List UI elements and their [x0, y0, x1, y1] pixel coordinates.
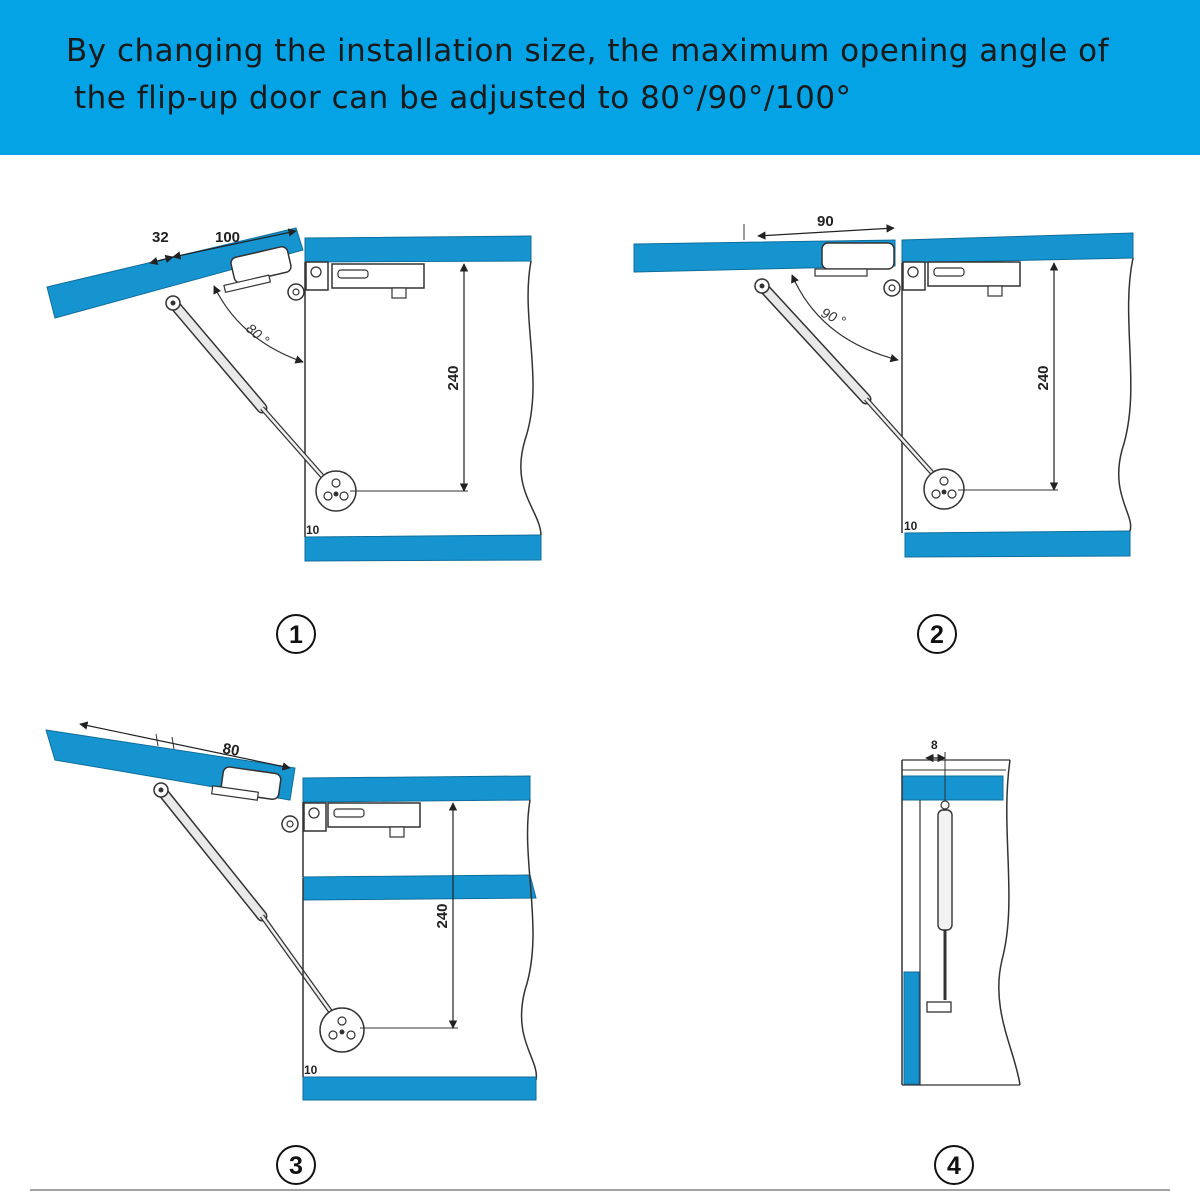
step-number-1: 1 — [289, 621, 303, 649]
header-line-2: the flip-up door can be adjusted to 80°/… — [74, 80, 852, 116]
step-number-3: 3 — [289, 1152, 303, 1180]
step-marker-1: 1 — [276, 614, 316, 654]
step-number-4: 4 — [947, 1152, 961, 1180]
panel-2-height-label: 240 — [1035, 365, 1052, 390]
diagram-panel-1: 240 80 ° 32 100 10 — [46, 227, 542, 562]
panel-2-angle-label: 90 ° — [819, 304, 849, 329]
panel-1-dim-a: 32 — [152, 229, 169, 246]
step-number-2: 2 — [930, 621, 944, 649]
step-marker-2: 2 — [917, 614, 957, 654]
header-line-1: By changing the installation size, the m… — [66, 33, 1110, 69]
panel-1-height-label: 240 — [445, 365, 462, 390]
panel-3-dim-b: 80 — [221, 740, 240, 760]
step-marker-4: 4 — [934, 1145, 974, 1185]
header-banner: By changing the installation size, the m… — [0, 0, 1200, 155]
diagram-panel-3: 240 80 10 — [45, 721, 538, 1101]
panel-2-dim-b: 90 — [817, 213, 834, 230]
panel-4-dim-side: 8 — [931, 738, 938, 752]
panel-1-angle-label: 80 ° — [243, 320, 273, 349]
panel-1-gap-label: 10 — [306, 523, 320, 537]
panel-1-dim-b: 100 — [215, 229, 240, 246]
panel-3-height-label: 240 — [434, 903, 451, 928]
diagram-panel-4: 8 — [901, 738, 1021, 1086]
diagram-panel-2: 240 90 ° 90 10 — [633, 213, 1134, 558]
panel-3-gap-label: 10 — [304, 1063, 318, 1077]
step-marker-3: 3 — [276, 1145, 316, 1185]
panel-2-gap-label: 10 — [904, 519, 918, 533]
